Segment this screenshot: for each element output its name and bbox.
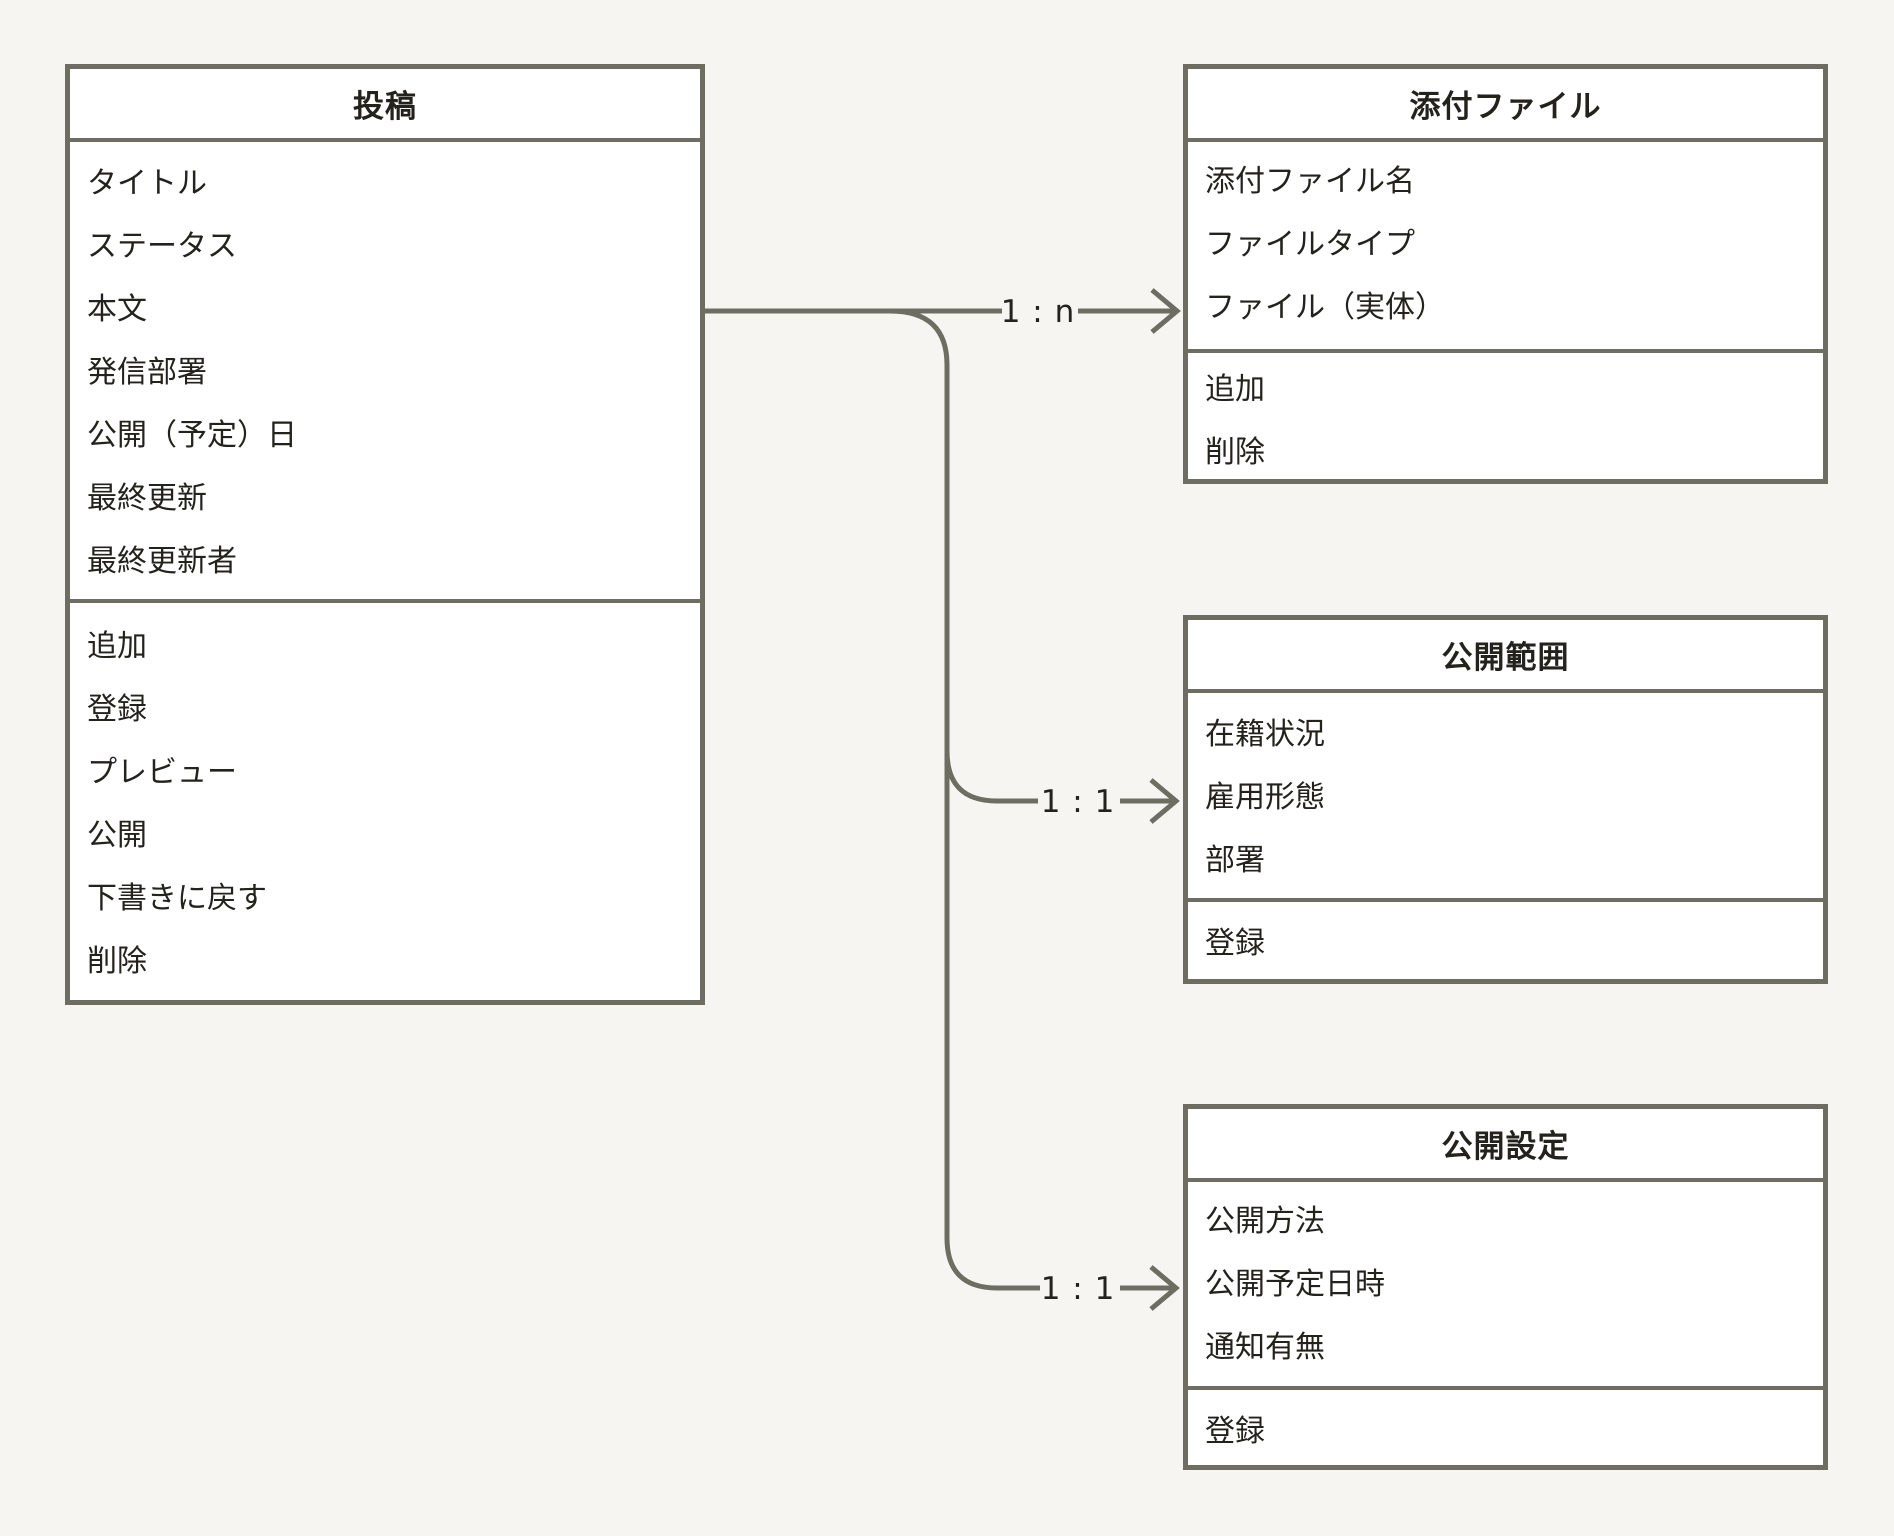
entity-post: 投稿 タイトル ステータス 本文 発信部署 公開（予定）日 最終更新 最終更新者… xyxy=(65,64,705,1005)
field-row: 最終更新 xyxy=(87,481,207,516)
entity-publish-settings: 公開設定 公開方法 公開予定日時 通知有無 登録 xyxy=(1183,1104,1828,1470)
action-row: 登録 xyxy=(87,692,147,727)
field-row: 公開予定日時 xyxy=(1205,1267,1385,1302)
field-row: 雇用形態 xyxy=(1205,780,1325,815)
field-row: 添付ファイル名 xyxy=(1205,164,1415,199)
entity-publish-scope-title: 公開範囲 xyxy=(1188,620,1823,693)
action-row: 公開 xyxy=(87,818,147,853)
action-row: 削除 xyxy=(87,944,147,979)
arrow-head-settings-icon xyxy=(1149,1265,1180,1311)
entity-publish-scope-actions: 登録 xyxy=(1188,902,1823,975)
field-row: 発信部署 xyxy=(87,355,207,390)
field-row: ステータス xyxy=(87,229,237,264)
field-row: 公開（予定）日 xyxy=(87,418,297,453)
entity-attachment-fields: 添付ファイル名 ファイルタイプ ファイル（実体） xyxy=(1188,142,1823,353)
arrow-head-attachment-icon xyxy=(1150,288,1181,334)
entity-publish-settings-fields: 公開方法 公開予定日時 通知有無 xyxy=(1188,1182,1823,1390)
action-row: 追加 xyxy=(87,629,147,664)
relation-label-11-scope: 1 : 1 xyxy=(1040,784,1116,820)
entity-post-fields: タイトル ステータス 本文 発信部署 公開（予定）日 最終更新 最終更新者 xyxy=(70,142,700,603)
field-row: 最終更新者 xyxy=(87,544,237,579)
entity-attachment-actions: 追加 削除 xyxy=(1188,353,1823,479)
field-row: 部署 xyxy=(1205,843,1265,878)
action-row: 追加 xyxy=(1205,372,1265,407)
relation-label-11-settings: 1 : 1 xyxy=(1040,1271,1116,1307)
field-row: 公開方法 xyxy=(1205,1204,1325,1239)
relation-line-post-scope xyxy=(944,750,1038,804)
field-row: 通知有無 xyxy=(1205,1330,1325,1365)
field-row: 本文 xyxy=(87,292,147,327)
action-row: 削除 xyxy=(1205,435,1265,470)
action-row: 下書きに戻す xyxy=(87,881,267,916)
action-row: 登録 xyxy=(1205,1414,1265,1449)
field-row: タイトル xyxy=(87,166,207,201)
relation-trunk-line xyxy=(889,308,1040,1291)
entity-post-title: 投稿 xyxy=(70,69,700,142)
entity-publish-settings-title: 公開設定 xyxy=(1188,1109,1823,1182)
relation-label-1n: 1 : n xyxy=(1000,294,1076,330)
field-row: ファイル（実体） xyxy=(1205,290,1445,325)
action-row: 登録 xyxy=(1205,926,1265,961)
arrow-head-scope-icon xyxy=(1149,778,1180,824)
entity-attachment: 添付ファイル 添付ファイル名 ファイルタイプ ファイル（実体） 追加 削除 xyxy=(1183,64,1828,484)
entity-publish-scope-fields: 在籍状況 雇用形態 部署 xyxy=(1188,693,1823,902)
entity-post-actions: 追加 登録 プレビュー 公開 下書きに戻す 削除 xyxy=(70,603,700,993)
entity-publish-scope: 公開範囲 在籍状況 雇用形態 部署 登録 xyxy=(1183,615,1828,984)
entity-attachment-title: 添付ファイル xyxy=(1188,69,1823,142)
action-row: プレビュー xyxy=(87,755,237,790)
field-row: 在籍状況 xyxy=(1205,717,1325,752)
entity-publish-settings-actions: 登録 xyxy=(1188,1390,1823,1463)
field-row: ファイルタイプ xyxy=(1205,227,1415,262)
